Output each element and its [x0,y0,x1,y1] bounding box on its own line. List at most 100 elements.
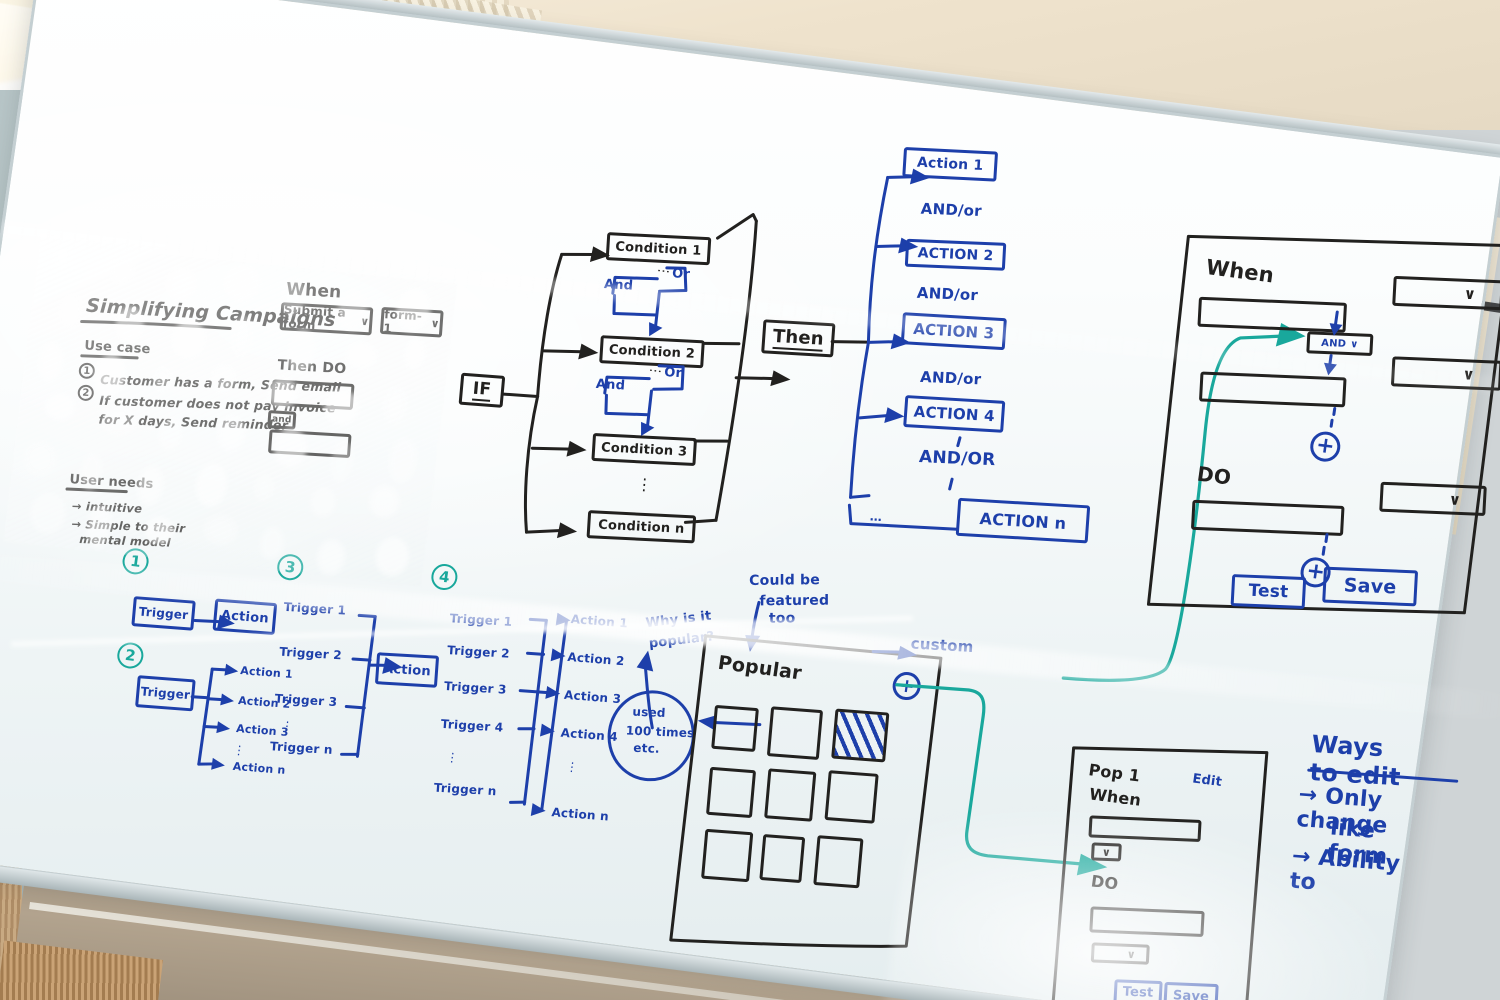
conditions-ellipsis: ⋮ [635,474,654,495]
action-label: Action [382,661,432,679]
featured-annotation-line-1: Could be [749,572,820,589]
wireframe-do-select-1[interactable]: ∨ [1379,481,1487,516]
pop-detail-do-select[interactable]: ∨ [1090,942,1150,965]
then-do-label: Then DO [276,357,347,378]
save-button-label: Save [1343,574,1397,599]
then-do-field-2[interactable] [267,429,352,459]
trigger-select-value: Submit a form [282,302,347,333]
bullet-number: 1 [78,362,96,380]
action-node-2[interactable]: ACTION 2 [904,238,1007,271]
pop-detail-do-field[interactable] [1089,906,1205,938]
vertical-ellipsis: ⋮ [654,263,672,279]
action-label: ACTION n [979,508,1067,533]
pop-detail-panel[interactable]: Pop 1 Edit When ∨ DO ∨ Test Save [1032,720,1299,1000]
when-then-mock-when-label: When [285,279,343,303]
plus-icon: + [1314,432,1337,460]
ways-to-edit-underline [1307,768,1459,783]
pop-detail-do-label: DO [1089,871,1120,894]
and-chip-label: and [271,414,292,426]
trigger-label: Trigger [140,684,191,703]
popular-card[interactable] [705,766,757,819]
wireframe-when-select-1[interactable]: ∨ [1392,275,1500,311]
pattern2-trigger-node[interactable]: Trigger [135,675,196,712]
then-label: Then [772,325,825,352]
action-label: Action [220,607,270,627]
action-node-3[interactable]: ACTION 3 [900,312,1007,351]
if-label: IF [471,378,493,402]
chevron-down-icon: ∨ [359,314,370,328]
and-chip[interactable]: and [267,410,297,430]
save-button-label: Save [1172,987,1210,1000]
wireframe-when-field-2[interactable] [1198,371,1347,408]
pop-detail-save-button[interactable]: Save [1163,981,1219,1000]
pop-detail-when-select[interactable]: ∨ [1090,842,1122,862]
pattern-number-3: 3 [275,552,305,582]
trigger-select[interactable]: Submit a form ∨ [279,302,374,336]
and-dropdown-arrows [1324,310,1343,376]
chevron-down-icon: ∨ [1462,365,1476,384]
popular-card[interactable] [701,828,754,883]
ways-to-edit-item-3: → Ability to [1288,843,1402,896]
pattern3-trigger-2: Trigger 2 [278,644,343,663]
action-joiner-3: AND/or [919,367,982,389]
wireframe-save-button[interactable]: Save [1322,566,1419,607]
pattern2-ellipsis: ⋮ [232,742,247,758]
pop-detail-when-field[interactable] [1088,815,1202,842]
pattern4-trigger-1: Trigger 1 [449,611,513,629]
pattern-number-label: 1 [129,551,143,571]
joiner-tick-marks [948,436,962,491]
action-label: ACTION 2 [917,245,994,265]
popular-card[interactable] [824,770,879,824]
popular-card[interactable] [764,768,817,822]
popular-card-selected[interactable] [831,708,890,763]
action-node-n[interactable]: ACTION n [955,497,1091,544]
action-label: Action 1 [916,154,984,174]
use-case-text-3: for X days, Send reminder [98,411,289,433]
pattern-number-1: 1 [120,546,151,576]
pattern3-ellipsis: ⋮ [280,718,294,734]
pattern1-action-node[interactable]: Action [212,598,278,636]
pattern3-action-node[interactable]: Action [374,652,440,688]
pattern4-trigger-2: Trigger 2 [446,643,511,661]
user-need-1: → intuitive [71,498,143,516]
form-select[interactable]: form-1 ∨ [379,307,444,338]
pattern-number-label: 2 [123,645,137,666]
popular-card[interactable] [711,704,759,753]
bullet-number: 2 [77,384,95,402]
pattern1-trigger-node[interactable]: Trigger [131,596,196,631]
action-label: ACTION 3 [912,319,995,343]
pattern-number-4: 4 [429,562,460,592]
wireframe-when-select-2[interactable]: ∨ [1390,356,1500,391]
builder-wireframe[interactable]: When ∨ AND ∨ ∨ [1123,201,1500,645]
action-label: ACTION 4 [913,402,996,426]
then-do-field-1[interactable] [270,379,355,411]
custom-label: custom [910,634,975,657]
popular-card[interactable] [813,835,864,889]
add-connector-line [1329,407,1337,428]
pattern-number-label: 3 [283,557,297,577]
chevron-down-icon: ∨ [1101,845,1112,859]
action-node-1[interactable]: Action 1 [902,147,999,182]
user-need-3: mental model [78,531,172,550]
wireframe-do-field-1[interactable] [1190,499,1345,536]
pattern4-action-ellipsis: ⋮ [565,759,579,775]
test-button-label: Test [1247,580,1289,603]
action-joiner-2: AND/or [916,283,979,305]
pattern3-trigger-1: Trigger 1 [283,599,347,618]
chevron-down-icon: ∨ [1463,284,1477,304]
action-n-connector [847,503,959,531]
usage-annotation-line-1: used [632,704,667,720]
action-joiner-1: AND/or [920,199,983,221]
action-node-4[interactable]: ACTION 4 [903,395,1006,433]
pattern3-fanin [340,613,403,758]
vertical-ellipsis: ⋮ [646,363,664,379]
pattern4-trigger-3: Trigger 3 [443,679,508,697]
popular-card[interactable] [759,834,806,884]
then-node[interactable]: Then [761,319,836,358]
pop-detail-test-button[interactable]: Test [1113,979,1163,1000]
wireframe-test-button[interactable]: Test [1230,574,1307,610]
popular-card[interactable] [766,706,824,761]
